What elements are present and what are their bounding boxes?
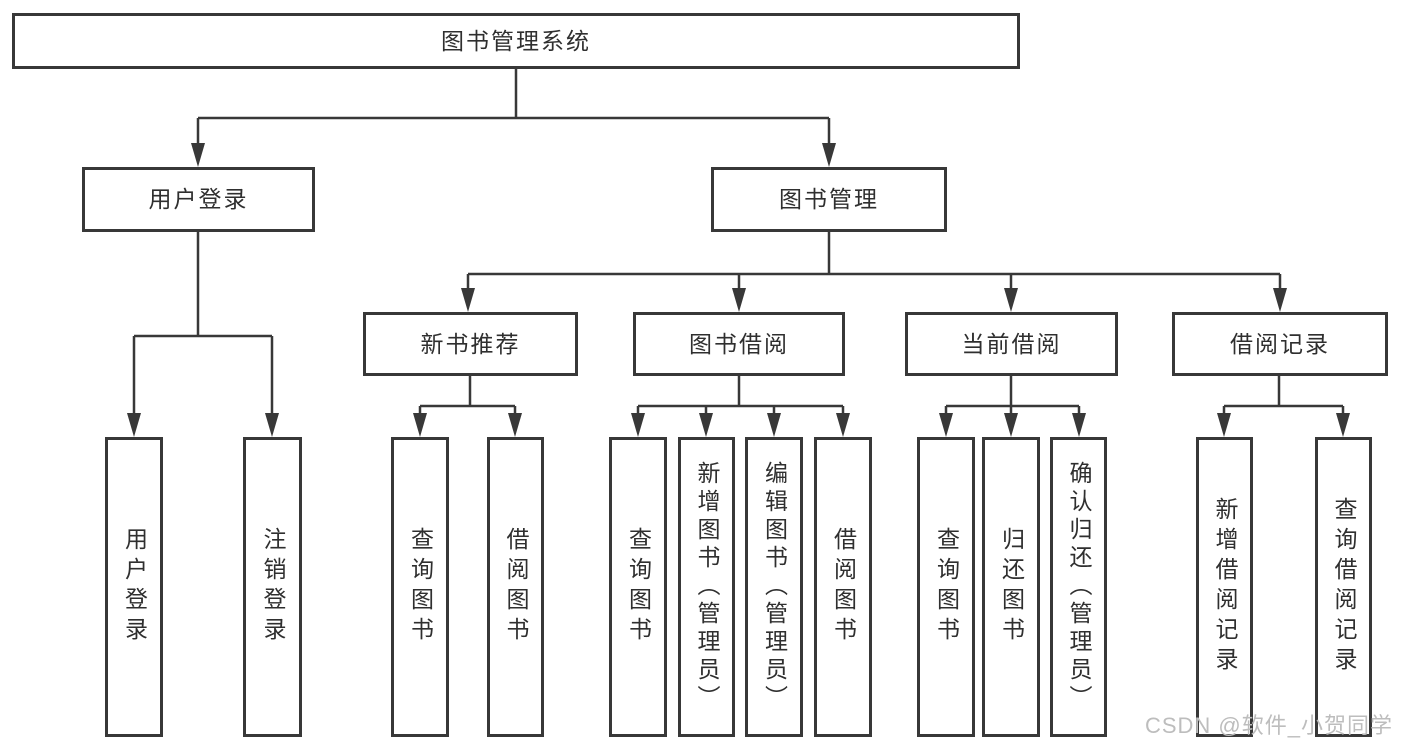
node-label: 图书管理 — [779, 186, 879, 212]
node-leaf-add-book-admin: 新增图书（管理员） — [678, 437, 735, 737]
node-book-management-branch: 图书管理 — [711, 167, 947, 232]
node-label: 编辑图书（管理员） — [761, 461, 788, 713]
connector-arrowheads — [127, 143, 1350, 437]
node-leaf-return-books: 归还图书 — [982, 437, 1040, 737]
node-label: 图书借阅 — [689, 330, 789, 357]
node-label: 归还图书 — [998, 527, 1025, 647]
node-leaf-query-borrow-record: 查询借阅记录 — [1315, 437, 1372, 737]
node-library-management-system: 图书管理系统 — [12, 13, 1020, 69]
node-label: 注销登录 — [260, 527, 286, 647]
node-label: 查询借阅记录 — [1331, 497, 1357, 677]
node-label: 新增借阅记录 — [1212, 497, 1238, 677]
node-leaf-edit-book-admin: 编辑图书（管理员） — [745, 437, 803, 737]
node-leaf-query-books-2: 查询图书 — [609, 437, 667, 737]
node-label: 查询图书 — [933, 527, 960, 647]
node-leaf-add-borrow-record: 新增借阅记录 — [1196, 437, 1253, 737]
node-leaf-logout: 注销登录 — [243, 437, 302, 737]
connector-lines — [132, 69, 1345, 416]
node-book-borrowing: 图书借阅 — [633, 312, 845, 376]
node-label: 确认归还（管理员） — [1066, 461, 1092, 713]
node-leaf-confirm-return-admin: 确认归还（管理员） — [1050, 437, 1107, 737]
node-label: 用户登录 — [121, 527, 148, 647]
node-label: 借阅记录 — [1230, 330, 1330, 357]
node-label: 当前借阅 — [961, 330, 1062, 357]
node-leaf-query-books-3: 查询图书 — [917, 437, 975, 737]
node-user-login-branch: 用户登录 — [82, 167, 315, 232]
node-leaf-user-login: 用户登录 — [105, 437, 163, 737]
node-label: 用户登录 — [148, 186, 249, 212]
node-borrow-records: 借阅记录 — [1172, 312, 1388, 376]
node-label: 查询图书 — [407, 527, 434, 647]
node-label: 新增图书（管理员） — [694, 461, 720, 713]
node-label: 借阅图书 — [503, 527, 529, 647]
node-label: 图书管理系统 — [441, 27, 591, 54]
node-leaf-query-books-1: 查询图书 — [391, 437, 449, 737]
node-current-borrowing: 当前借阅 — [905, 312, 1118, 376]
node-leaf-borrow-books-2: 借阅图书 — [814, 437, 872, 737]
node-leaf-borrow-books-1: 借阅图书 — [487, 437, 544, 737]
node-new-book-recommend: 新书推荐 — [363, 312, 578, 376]
node-label: 查询图书 — [625, 527, 652, 647]
node-label: 借阅图书 — [830, 527, 857, 647]
node-label: 新书推荐 — [420, 330, 521, 357]
